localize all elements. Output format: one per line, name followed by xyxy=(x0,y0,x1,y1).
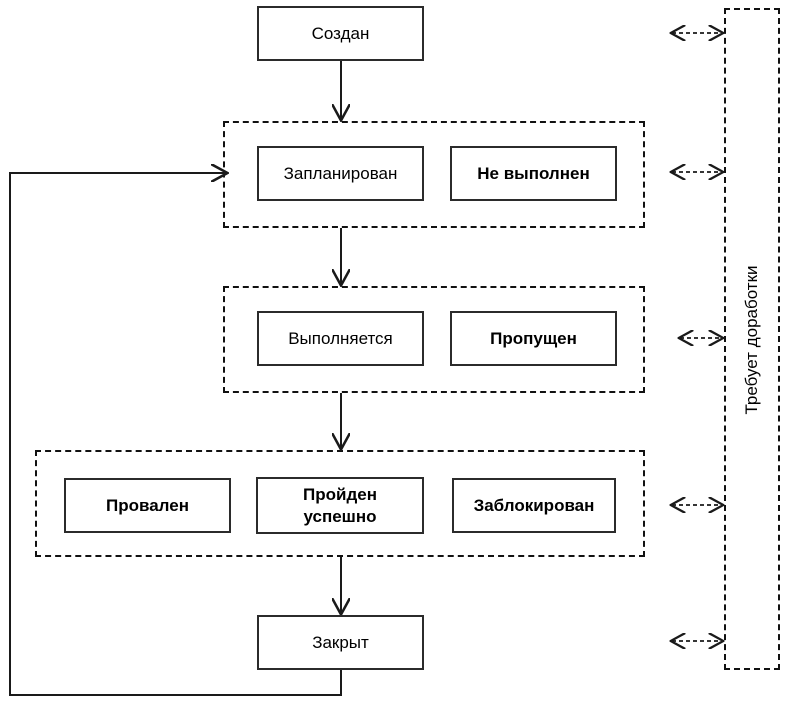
state-node-passed[interactable]: Пройден успешно xyxy=(256,477,424,534)
state-node-created[interactable]: Создан xyxy=(257,6,424,61)
state-node-planned[interactable]: Запланирован xyxy=(257,146,424,201)
state-node-running[interactable]: Выполняется xyxy=(257,311,424,366)
state-node-not-done[interactable]: Не выполнен xyxy=(450,146,617,201)
state-node-closed[interactable]: Закрыт xyxy=(257,615,424,670)
rework-lane-label: Требует доработки xyxy=(742,265,761,415)
state-node-failed[interactable]: Провален xyxy=(64,478,231,533)
state-node-skipped[interactable]: Пропущен xyxy=(450,311,617,366)
state-node-blocked[interactable]: Заблокирован xyxy=(452,478,616,533)
rework-lane-box xyxy=(724,8,780,670)
